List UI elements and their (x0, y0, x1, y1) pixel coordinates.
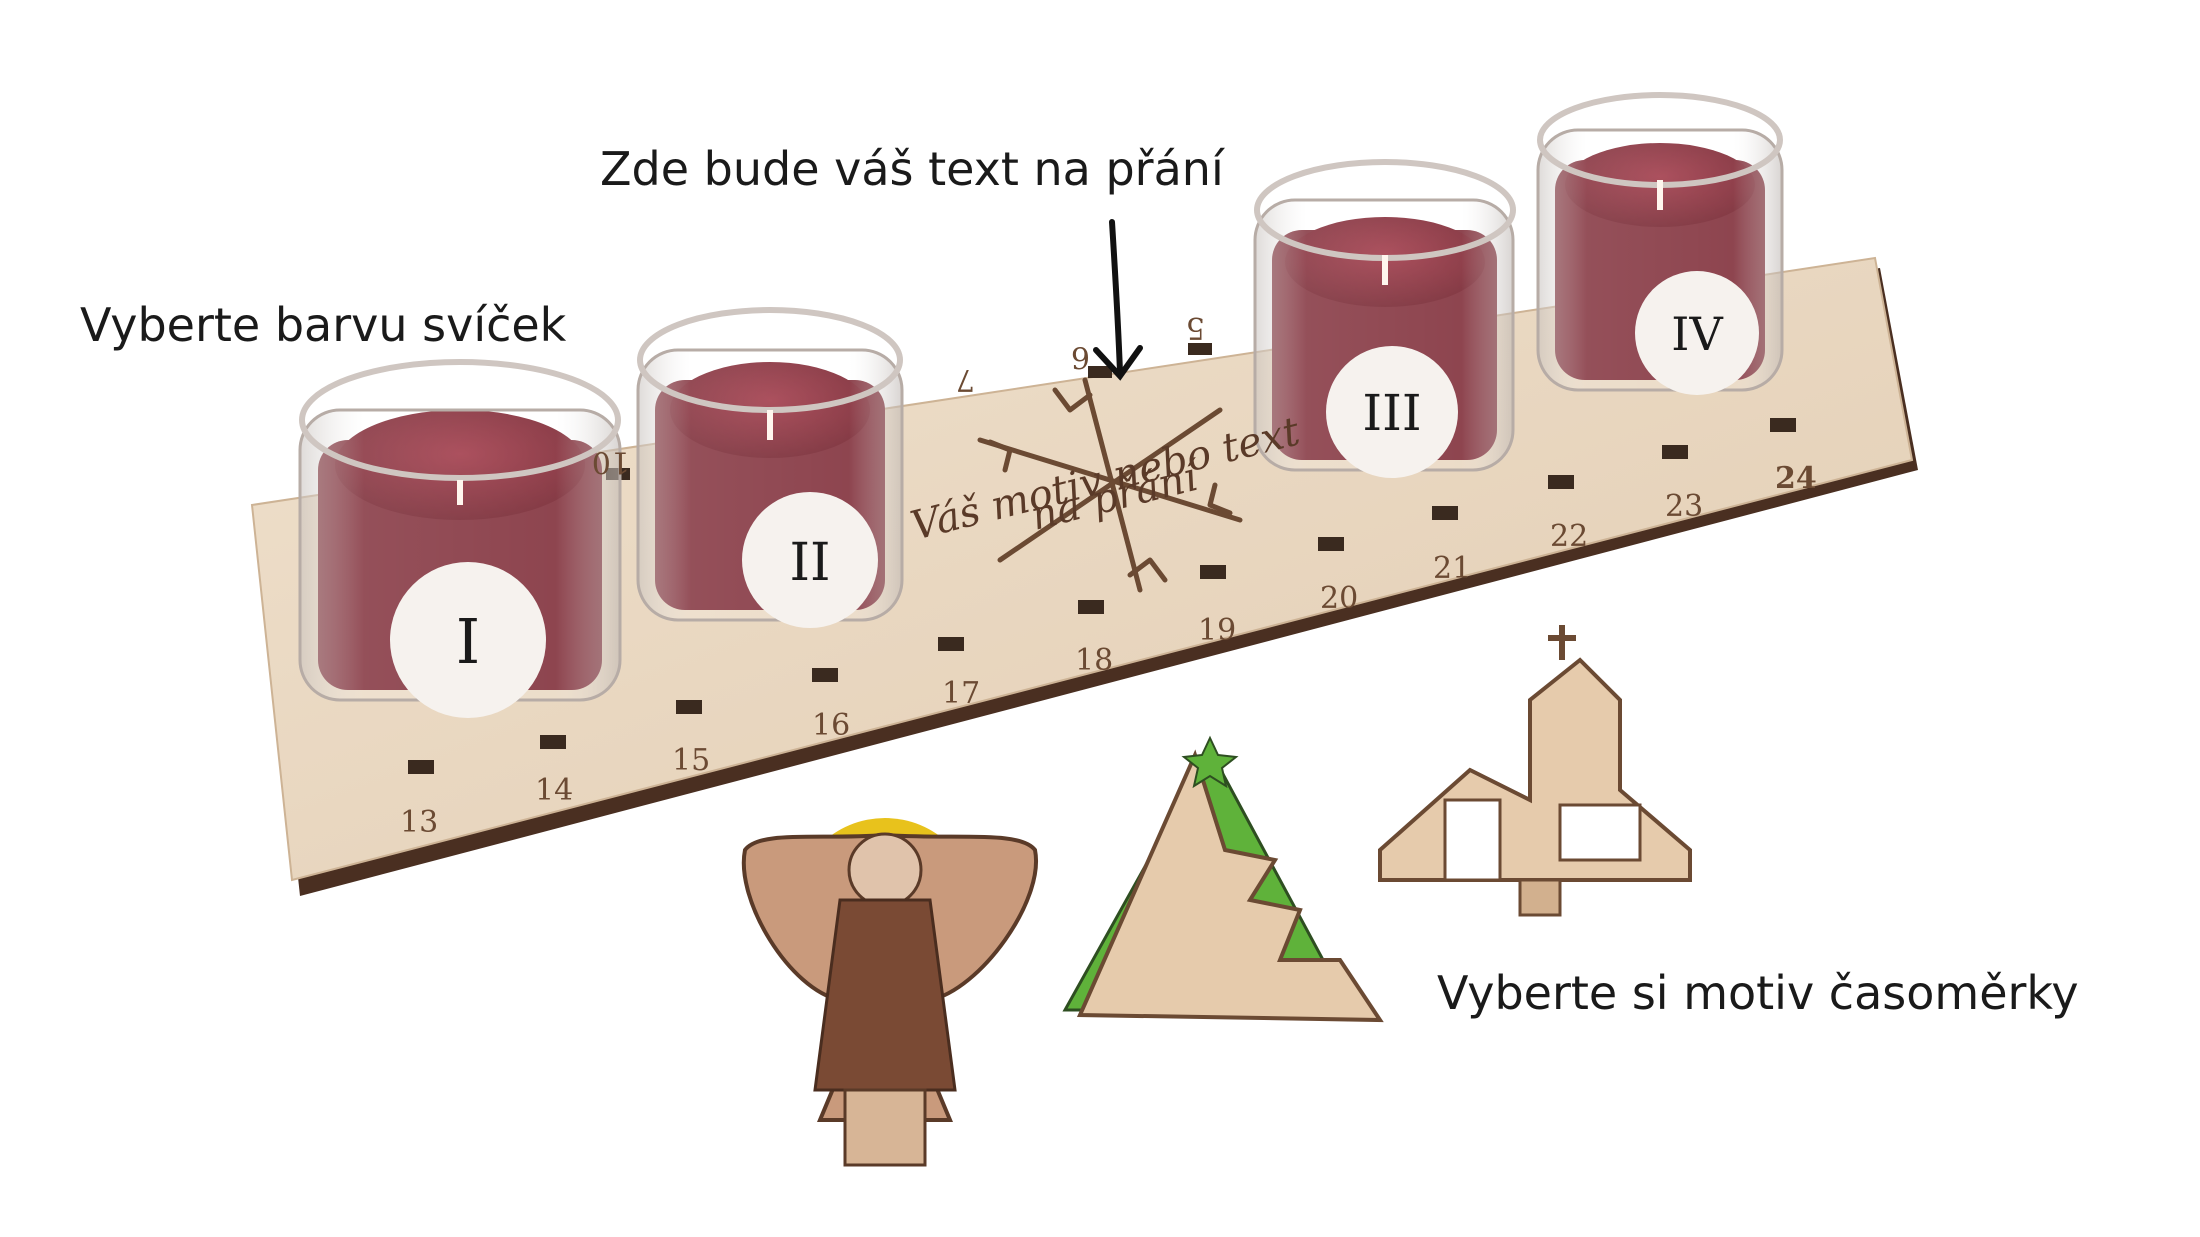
snowflake-engraving-icon (977, 377, 1243, 593)
candle-4: IV (1536, 92, 1784, 395)
back-number-7: 7 (956, 362, 975, 397)
candle-1-label: I (456, 605, 481, 678)
day-number: 17 (942, 676, 980, 711)
candle-color-caption: Vyberte barvu svíček (80, 298, 567, 352)
day-number: 21 (1433, 551, 1471, 586)
church-motif (1378, 625, 1692, 917)
back-number-10: 10 (592, 444, 630, 479)
day-number: 19 (1198, 613, 1236, 648)
day-number: 18 (1075, 643, 1113, 678)
back-number-5: 5 (1186, 310, 1205, 345)
day-number: 20 (1320, 581, 1358, 616)
day-number: 15 (672, 743, 710, 778)
arrow-down-icon (1093, 219, 1143, 381)
christmas-tree-motif (1062, 735, 1384, 1023)
day-number: 22 (1550, 519, 1588, 554)
candle-1: I (298, 359, 622, 718)
day-number: 13 (400, 805, 438, 840)
day-number: 14 (535, 773, 573, 808)
timer-motif-caption: Vyberte si motiv časoměrky (1437, 966, 2079, 1020)
wish-text-caption: Zde bude váš text na přání (600, 142, 1224, 196)
day-slots (408, 343, 1796, 774)
candle-2: II (636, 307, 904, 628)
angel-motif (741, 818, 1039, 1167)
candle-2-label: II (789, 533, 830, 593)
candle-4-label: IV (1671, 307, 1723, 361)
day-number: 24 (1775, 461, 1817, 496)
back-number-6: 6 (1071, 339, 1090, 374)
candle-3: III (1253, 159, 1516, 478)
day-number: 16 (812, 708, 850, 743)
candle-3-label: III (1362, 384, 1421, 442)
day-number: 23 (1665, 489, 1703, 524)
